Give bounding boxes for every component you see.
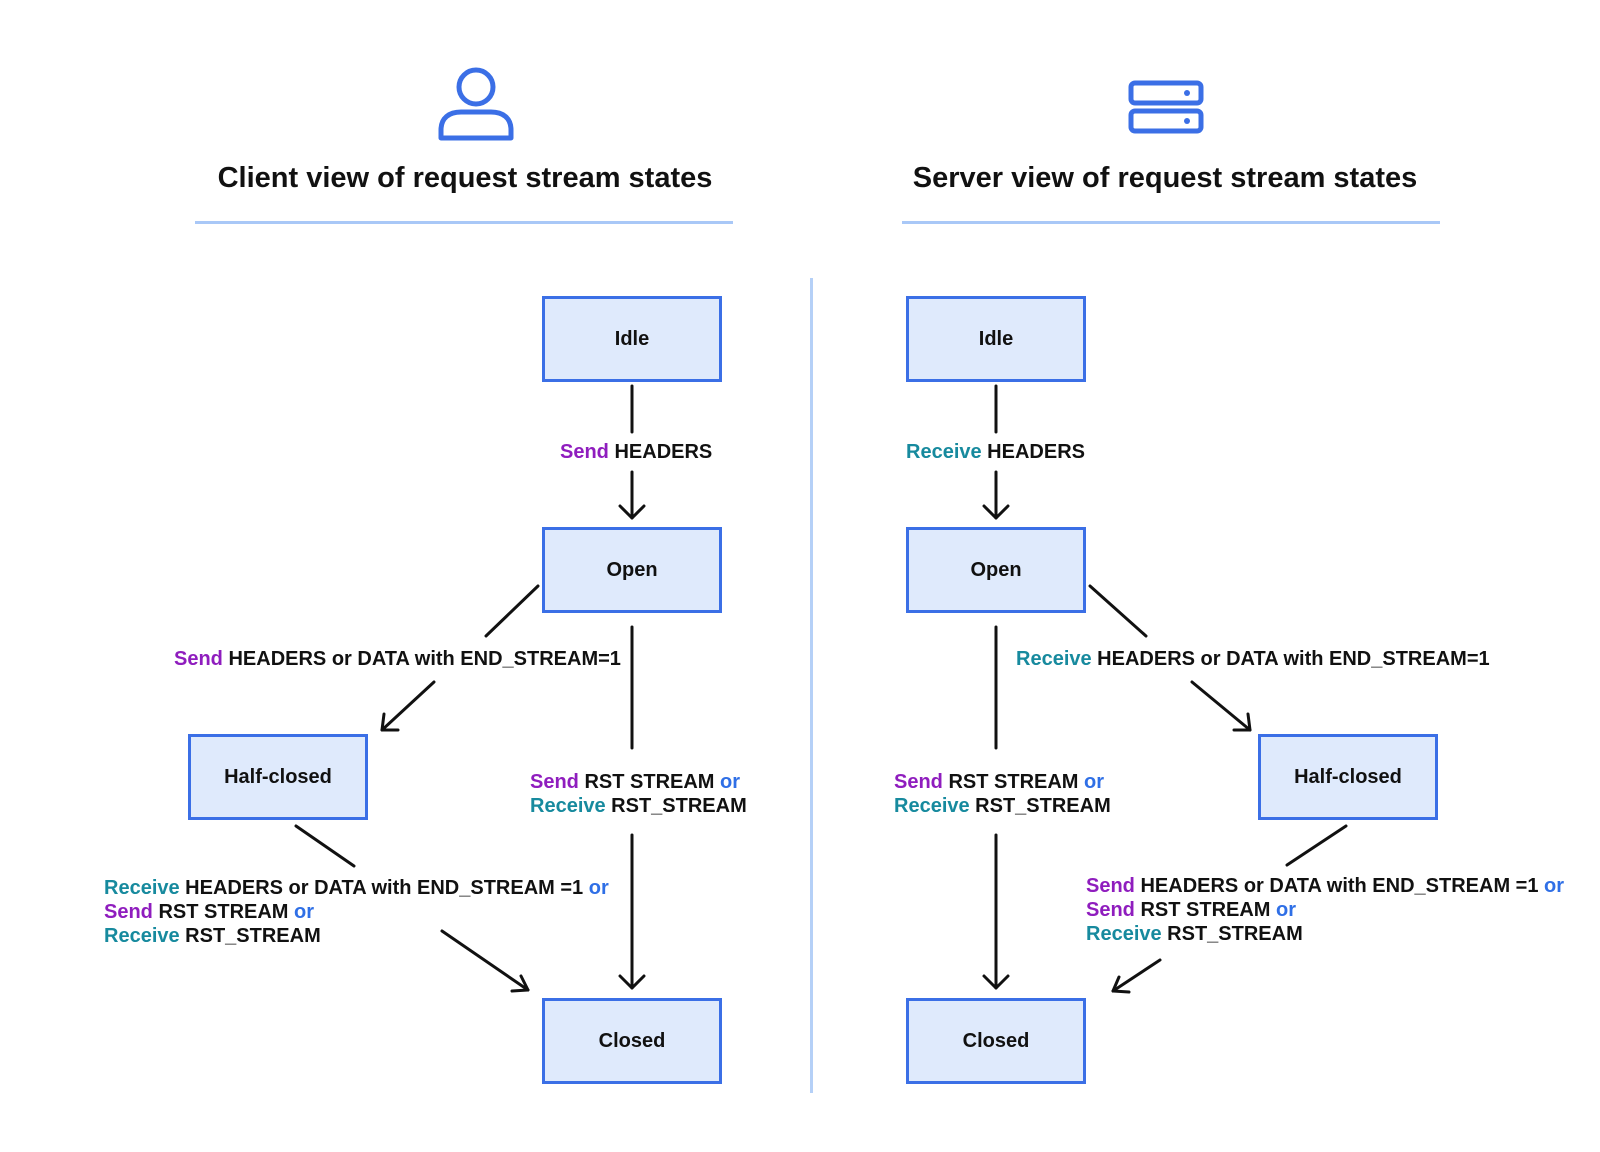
send-verb: Send bbox=[104, 901, 153, 923]
label-text: RST STREAM bbox=[942, 771, 1085, 793]
server-label-idle-open: Receive HEADERS bbox=[906, 440, 1085, 464]
label-text: RST_STREAM bbox=[1161, 923, 1303, 945]
or-word: or bbox=[294, 901, 315, 923]
label-text: HEADERS or DATA with END_STREAM=1 bbox=[222, 648, 621, 670]
or-word: or bbox=[1084, 771, 1105, 793]
server-state-closed: Closed bbox=[906, 998, 1086, 1084]
client-label-idle-open: Send HEADERS bbox=[560, 440, 712, 464]
send-verb: Send bbox=[1086, 899, 1135, 921]
client-half-closed-line-lower bbox=[440, 929, 530, 992]
client-half-closed-arrowhead bbox=[510, 974, 530, 993]
or-word: or bbox=[1544, 875, 1565, 897]
label-text: HEADERS bbox=[608, 441, 713, 463]
server-label-open-half: Receive HEADERS or DATA with END_STREAM=… bbox=[1016, 647, 1490, 671]
or-word: or bbox=[588, 877, 609, 899]
label-text: RST STREAM bbox=[1134, 899, 1277, 921]
receive-verb: Receive bbox=[1086, 923, 1162, 945]
label-text: RST_STREAM bbox=[969, 795, 1111, 817]
receive-verb: Receive bbox=[104, 877, 180, 899]
send-verb: Send bbox=[530, 771, 579, 793]
column-divider bbox=[810, 278, 813, 1093]
client-state-idle: Idle bbox=[542, 296, 722, 382]
receive-verb: Receive bbox=[1016, 648, 1092, 670]
send-verb: Send bbox=[894, 771, 943, 793]
server-open-closed-arrowhead bbox=[982, 974, 1010, 990]
server-half-closed-line bbox=[1285, 824, 1348, 867]
server-open-half-line-lower bbox=[1190, 680, 1252, 732]
label-text: HEADERS or DATA with END_STREAM =1 bbox=[1134, 875, 1545, 897]
client-half-closed-line bbox=[294, 824, 356, 868]
receive-verb: Receive bbox=[104, 925, 180, 947]
label-text: RST STREAM bbox=[152, 901, 295, 923]
receive-verb: Receive bbox=[894, 795, 970, 817]
label-text: HEADERS or DATA with END_STREAM =1 bbox=[179, 877, 589, 899]
client-state-closed: Closed bbox=[542, 998, 722, 1084]
server-title: Server view of request stream states bbox=[912, 162, 1418, 194]
user-icon bbox=[438, 67, 514, 141]
server-title-underline bbox=[902, 221, 1440, 224]
or-word: or bbox=[720, 771, 741, 793]
client-open-closed-arrowhead bbox=[618, 974, 646, 990]
client-label-open-closed: Send RST STREAM or Receive RST_STREAM bbox=[530, 770, 747, 818]
label-text: RST_STREAM bbox=[605, 795, 747, 817]
server-state-idle: Idle bbox=[906, 296, 1086, 382]
server-open-half-line bbox=[1088, 584, 1148, 638]
label-text: HEADERS bbox=[981, 441, 1085, 463]
server-label-open-closed: Send RST STREAM or Receive RST_STREAM bbox=[894, 770, 1111, 818]
client-state-half-closed: Half-closed bbox=[188, 734, 368, 820]
client-state-open: Open bbox=[542, 527, 722, 613]
server-icon bbox=[1128, 80, 1204, 134]
server-half-closed-arrowhead bbox=[1111, 975, 1131, 994]
client-label-open-half: Send HEADERS or DATA with END_STREAM=1 bbox=[174, 647, 621, 671]
server-open-half-arrowhead bbox=[1232, 712, 1252, 732]
or-word: or bbox=[1276, 899, 1297, 921]
server-half-closed-line-lower bbox=[1111, 958, 1162, 993]
client-title-underline bbox=[195, 221, 733, 224]
send-verb: Send bbox=[1086, 875, 1135, 897]
client-label-half-closed: Receive HEADERS or DATA with END_STREAM … bbox=[104, 876, 609, 948]
send-verb: Send bbox=[174, 648, 223, 670]
label-text: HEADERS or DATA with END_STREAM=1 bbox=[1091, 648, 1490, 670]
client-open-half-arrowhead bbox=[380, 712, 400, 732]
client-open-half-line-lower bbox=[380, 680, 436, 732]
receive-verb: Receive bbox=[530, 795, 606, 817]
client-idle-open-arrowhead bbox=[618, 504, 646, 520]
label-text: RST STREAM bbox=[578, 771, 721, 793]
server-idle-open-arrowhead bbox=[982, 504, 1010, 520]
client-open-half-line bbox=[484, 584, 540, 638]
label-text: RST_STREAM bbox=[179, 925, 321, 947]
server-label-half-closed: Send HEADERS or DATA with END_STREAM =1 … bbox=[1086, 874, 1564, 946]
server-state-half-closed: Half-closed bbox=[1258, 734, 1438, 820]
send-verb: Send bbox=[560, 441, 609, 463]
client-title: Client view of request stream states bbox=[217, 162, 713, 194]
receive-verb: Receive bbox=[906, 441, 982, 463]
server-state-open: Open bbox=[906, 527, 1086, 613]
